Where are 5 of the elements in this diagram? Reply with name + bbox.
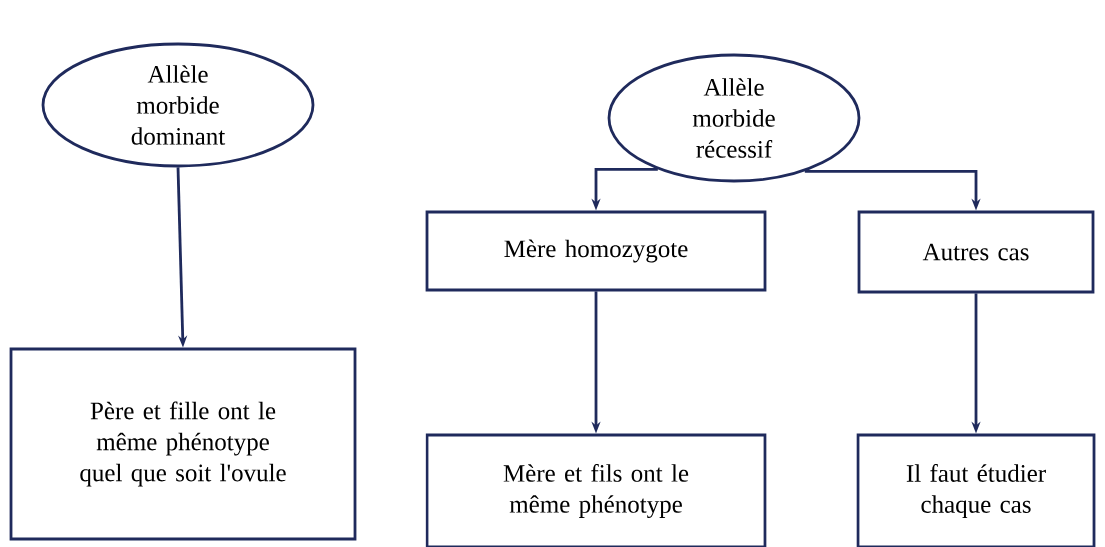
process-box: Autres cas	[857, 210, 1095, 294]
process-box: Mère homozygote	[425, 210, 767, 292]
process-box: Père et fille ont le même phénotype quel que soit l'ovule	[9, 347, 357, 541]
process-box: Mère et fils ont le même phénotype	[425, 433, 767, 547]
process-box: Il faut étudier chaque cas	[856, 433, 1096, 547]
